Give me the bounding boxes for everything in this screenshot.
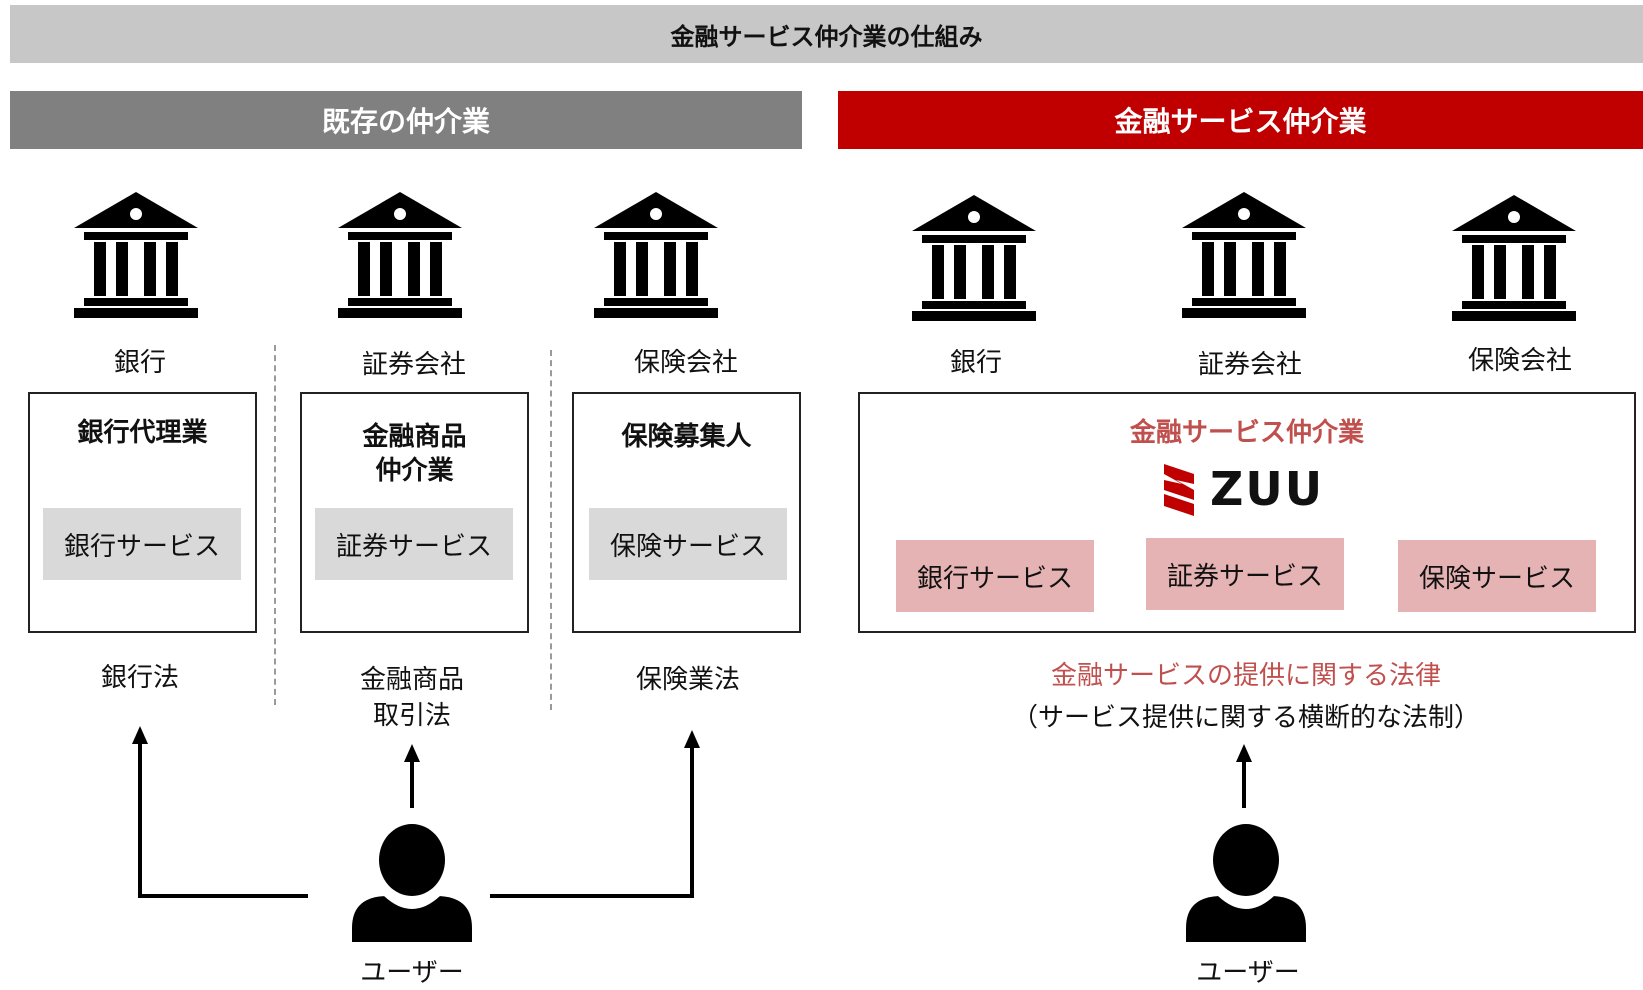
institution-label-securities: 証券会社 (361, 350, 467, 380)
arrow-head (132, 726, 148, 744)
institution-label-bank: 銀行 (113, 348, 167, 378)
person-icon (1186, 824, 1306, 942)
logo-text: ZUU (1210, 462, 1325, 516)
service-tag: 保険サービス (1398, 540, 1596, 612)
institution-label-insurance: 保険会社 (633, 348, 739, 378)
bank-building-icon (912, 195, 1036, 321)
law-label: 保険業法 (635, 665, 741, 695)
service-tag: 証券サービス (1146, 538, 1344, 610)
box-title-line2: 仲介業 (375, 456, 454, 486)
institution-label-bank: 銀行 (949, 348, 1003, 378)
zuu-logo-icon (1164, 464, 1194, 516)
service-tag: 証券サービス (315, 508, 513, 580)
box-title-line1: 金融商品 (362, 422, 467, 452)
financial-service-intermediary-header: 金融サービス仲介業 (838, 91, 1643, 149)
law-title: 金融サービスの提供に関する法律 (1050, 661, 1442, 691)
diagram-title: 金融サービス仲介業の仕組み (10, 5, 1643, 63)
arrow-head (404, 744, 420, 762)
insurance-agent-box: 保険募集人 保険サービス (572, 392, 801, 633)
law-note: （サービス提供に関する横断的な法制） (1011, 703, 1481, 733)
financial-service-intermediary-box: 金融サービス仲介業 ZUU 銀行サービス 証券サービス 保険サービス (858, 392, 1636, 633)
existing-intermediary-header: 既存の仲介業 (10, 91, 802, 149)
arrow-head (684, 730, 700, 748)
zuu-logo: ZUU (1160, 460, 1360, 518)
dashed-divider (550, 350, 552, 710)
user-label: ユーザー (1196, 958, 1300, 988)
law-label-line1: 金融商品 (359, 665, 465, 695)
institution-label-securities: 証券会社 (1197, 350, 1303, 380)
user-label: ユーザー (360, 958, 464, 988)
dashed-divider (274, 345, 276, 705)
service-tag: 銀行サービス (896, 540, 1094, 612)
box-title: 保険募集人 (621, 422, 752, 452)
bank-building-icon (338, 192, 462, 318)
bank-building-icon (1452, 195, 1576, 321)
arrow-to-bank-law (138, 738, 308, 898)
institution-label-insurance: 保険会社 (1467, 346, 1573, 376)
bank-agency-box: 銀行代理業 銀行サービス (28, 392, 257, 633)
service-tag: 保険サービス (589, 508, 787, 580)
person-icon (352, 824, 472, 942)
box-title: 銀行代理業 (77, 418, 208, 448)
arrow-to-insurance-law (490, 744, 694, 898)
financial-product-intermediary-box: 金融商品 仲介業 証券サービス (300, 392, 529, 633)
service-tag: 銀行サービス (43, 508, 241, 580)
law-label-line2: 取引法 (372, 701, 452, 731)
law-label: 銀行法 (100, 663, 180, 693)
bank-building-icon (594, 192, 718, 318)
box-title: 金融サービス仲介業 (1129, 418, 1364, 448)
arrow-head (1236, 744, 1252, 762)
bank-building-icon (74, 192, 198, 318)
bank-building-icon (1182, 192, 1306, 318)
